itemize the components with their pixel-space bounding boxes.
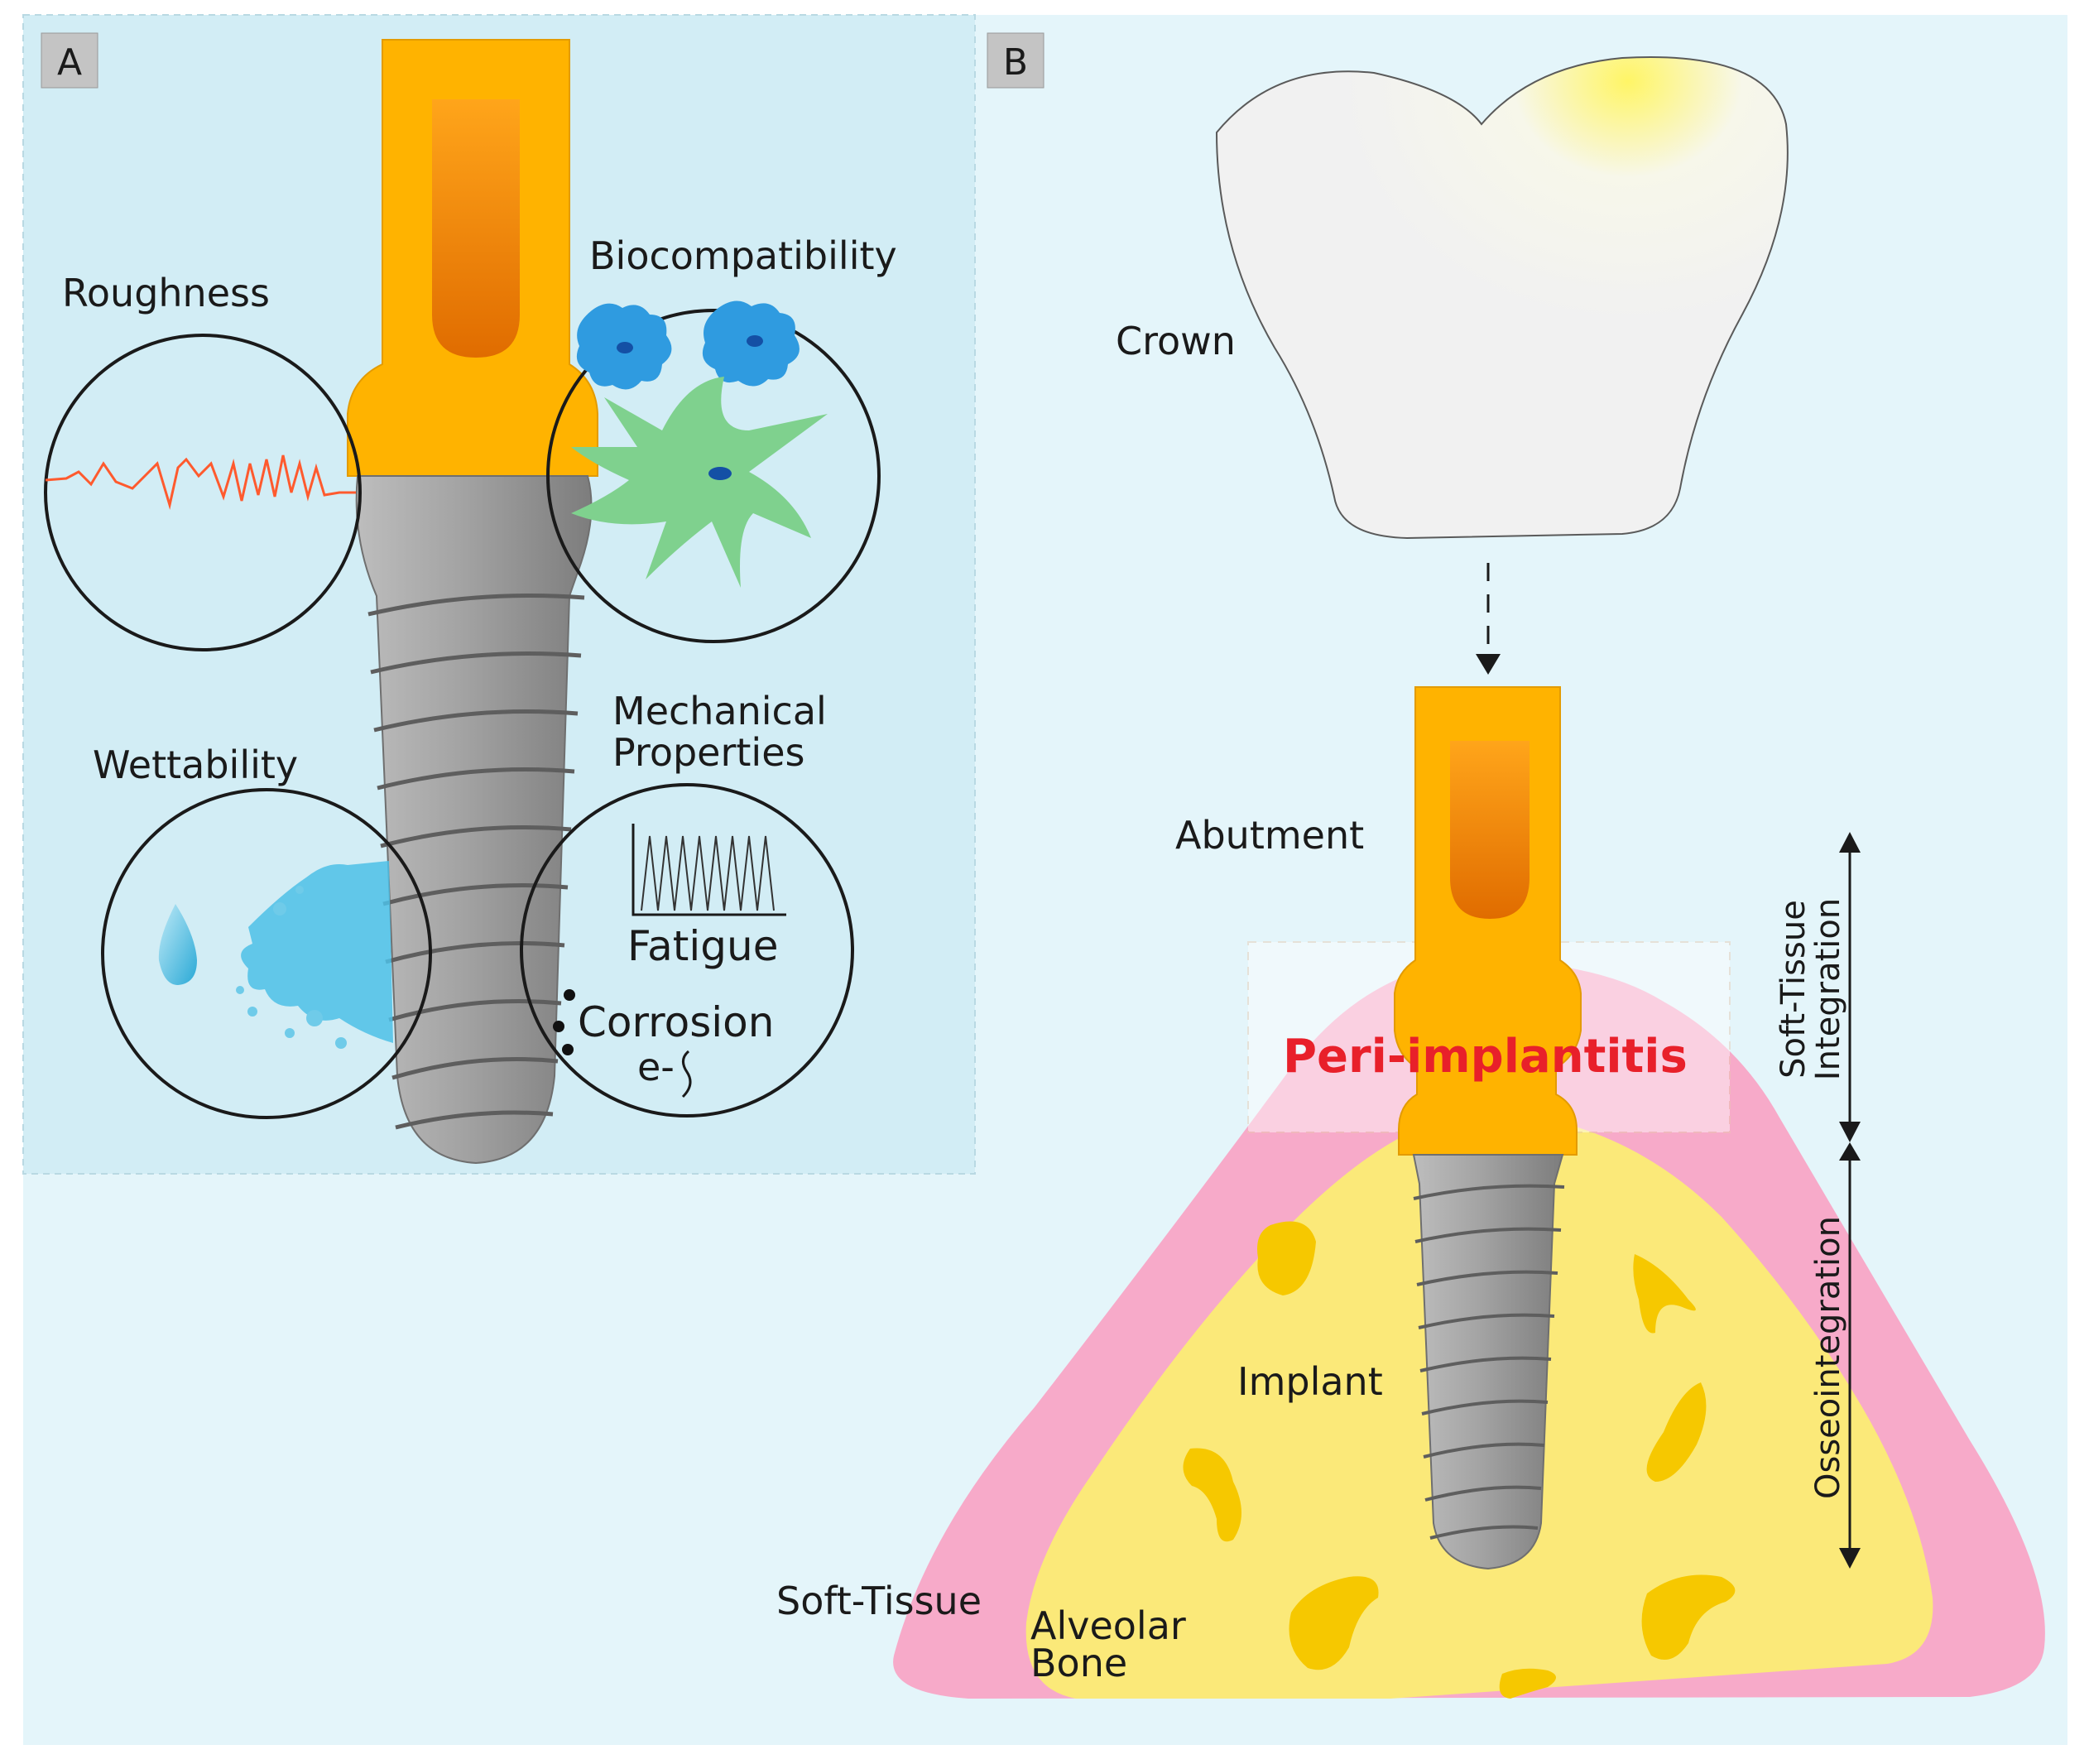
- mechanical-label-line2: Properties: [612, 730, 804, 775]
- implant-screw-b: [1412, 1154, 1564, 1570]
- osseo-arrow-top: [1839, 1142, 1861, 1161]
- osseointegration-label: Osseointegration: [1809, 1216, 1847, 1499]
- cells-illustration: [571, 300, 828, 588]
- water-splash: [158, 861, 393, 1049]
- abutment-b-channel: [1450, 741, 1530, 919]
- wettability-label: Wettability: [93, 743, 298, 787]
- panel-a-implant: [347, 39, 598, 1165]
- crown-label: Crown: [1116, 319, 1236, 363]
- soft-tissue-integration-label-line2: Integration: [1809, 898, 1847, 1080]
- biocompatibility-circle: [546, 309, 881, 643]
- peri-implantitis-label: Peri-implantitis: [1283, 1030, 1688, 1084]
- roughness-profile: [45, 454, 356, 510]
- bone-pores: [1183, 1221, 1736, 1699]
- crown: [1215, 56, 1789, 540]
- implant-label: Implant: [1237, 1359, 1383, 1404]
- sti-arrow-top: [1839, 832, 1861, 853]
- implant-screw-a: [355, 475, 593, 1165]
- biocompatibility-label: Biocompatibility: [589, 233, 897, 278]
- electron-squiggle: [681, 1050, 692, 1098]
- sti-arrow-bottom: [1839, 1122, 1861, 1142]
- mechanical-label-line1: Mechanical: [612, 689, 827, 733]
- abutment-b: [1394, 686, 1582, 1156]
- assembly-arrow-head: [1476, 654, 1501, 675]
- abutment-a-channel: [432, 99, 520, 358]
- roughness-circle: [44, 334, 362, 651]
- panel-b-tag-box: [987, 32, 1044, 89]
- fatigue-label: Fatigue: [627, 922, 779, 970]
- panel-a-tag: A: [57, 41, 82, 84]
- soft-tissue-integration-label-line1: Soft-Tissue: [1774, 900, 1813, 1079]
- corrosion-dots: [553, 989, 575, 1055]
- panel-a-tag-box: [41, 32, 98, 89]
- wettability-circle: [101, 788, 432, 1119]
- roughness-label: Roughness: [62, 271, 270, 315]
- mechanical-circle: [520, 783, 854, 1118]
- corrosion-label: Corrosion: [578, 998, 774, 1046]
- screw-threads-b: [1413, 1184, 1565, 1540]
- soft-tissue-label: Soft-Tissue: [776, 1579, 982, 1623]
- alveolar-bone-label-line1: Alveolar: [1030, 1603, 1186, 1648]
- fatigue-graph: [632, 824, 786, 916]
- panel-b-implant: [1394, 686, 1582, 1570]
- panel-b-tag: B: [1003, 41, 1028, 84]
- screw-threads-a: [367, 594, 585, 1130]
- osseo-arrow-bottom: [1839, 1548, 1861, 1569]
- abutment-label: Abutment: [1175, 813, 1364, 858]
- electron-label: e-: [637, 1045, 675, 1089]
- alveolar-bone-label-line2: Bone: [1030, 1641, 1127, 1685]
